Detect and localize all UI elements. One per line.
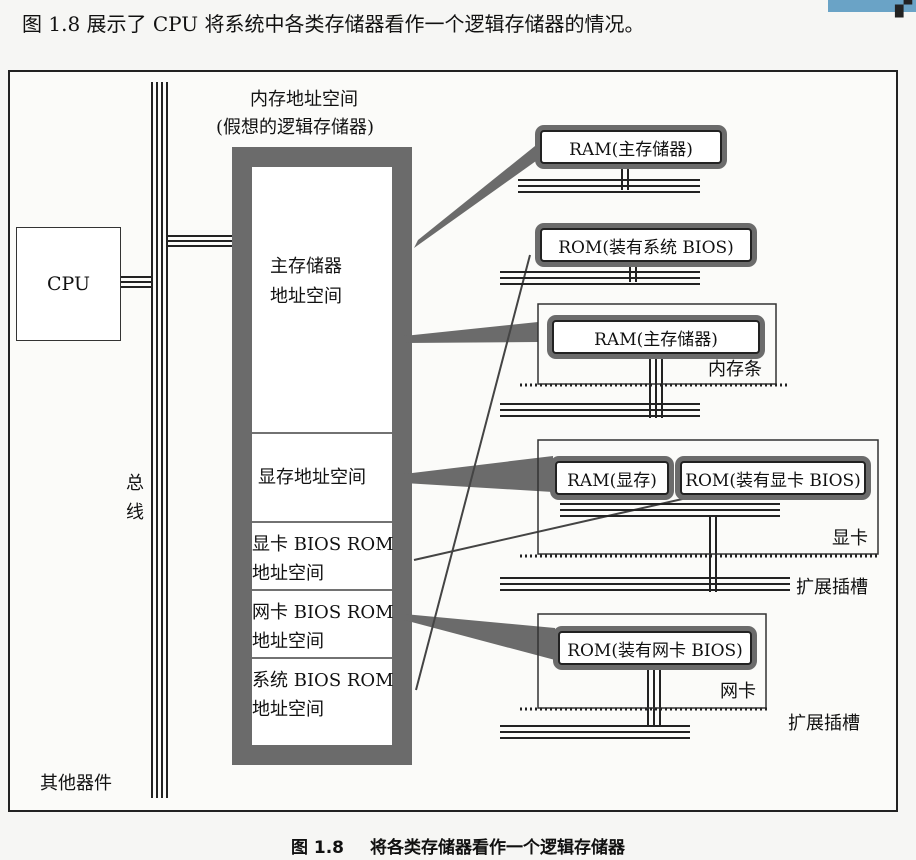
segment-nic-bios-line2: 地址空间 <box>252 631 324 652</box>
segment-video-bios-line2: 地址空间 <box>252 563 324 584</box>
segment-main-memory-line2: 地址空间 <box>270 286 342 307</box>
segment-video-memory: 显存地址空间 <box>258 467 366 488</box>
ram-module-label: RAM(主存储器) <box>594 329 718 350</box>
video-card-board <box>537 439 879 555</box>
rom-nic-bios-chip: ROM(装有网卡 BIOS) <box>558 631 752 665</box>
device-bus-stubs <box>500 160 790 739</box>
logical-memory-frame <box>232 147 412 765</box>
mapping-lines <box>413 254 701 691</box>
page-corner-tab: ▞ <box>828 0 916 18</box>
bus-memory-link <box>167 235 232 247</box>
bus-label: 总线 <box>126 473 144 523</box>
rom-system-bios-chip: ROM(装有系统 BIOS) <box>540 228 752 262</box>
expansion-slot-label-1: 扩展插槽 <box>796 577 868 598</box>
caption-number: 图 1.8 <box>290 838 345 858</box>
video-card-label: 显卡 <box>832 528 868 549</box>
network-card-label: 网卡 <box>720 681 756 702</box>
ram-video-chip: RAM(显存) <box>555 461 669 495</box>
mapping-beams <box>404 142 555 660</box>
system-bus <box>151 82 168 798</box>
ram-video-label: RAM(显存) <box>567 470 657 491</box>
ram-main-label: RAM(主存储器) <box>569 139 693 160</box>
rom-video-bios-chip: ROM(装有显卡 BIOS) <box>680 461 866 495</box>
segment-system-bios-line1: 系统 BIOS ROM <box>252 670 394 691</box>
address-space-subtitle: (假想的逻辑存储器) <box>216 117 375 138</box>
caption-title: 将各类存储器看作一个逻辑存储器 <box>370 838 626 858</box>
card-edge-connectors <box>520 383 880 711</box>
page-marker-icon: ▞ <box>895 0 912 18</box>
segment-dividers <box>252 432 392 659</box>
cpu-bus-link <box>119 276 152 288</box>
ram-module-chip: RAM(主存储器) <box>552 320 760 354</box>
expansion-slot-label-2: 扩展插槽 <box>788 713 860 734</box>
memory-module-label: 内存条 <box>708 359 762 380</box>
ram-main-chip: RAM(主存储器) <box>540 130 722 164</box>
intro-sentence: 图 1.8 展示了 CPU 将系统中各类存储器看作一个逻辑存储器的情况。 <box>22 12 645 36</box>
rom-system-bios-label: ROM(装有系统 BIOS) <box>558 237 734 258</box>
rom-video-bios-label: ROM(装有显卡 BIOS) <box>685 470 861 491</box>
segment-nic-bios-line1: 网卡 BIOS ROM <box>252 602 394 623</box>
cpu-label: CPU <box>46 273 90 295</box>
segment-video-bios-line1: 显卡 BIOS ROM <box>252 534 394 555</box>
segment-main-memory-line1: 主存储器 <box>270 256 342 277</box>
figure-caption: 图 1.8 将各类存储器看作一个逻辑存储器 <box>0 833 916 858</box>
rom-nic-bios-label: ROM(装有网卡 BIOS) <box>567 640 743 661</box>
segment-system-bios-line2: 地址空间 <box>252 699 324 720</box>
address-space-title: 内存地址空间 <box>250 89 358 110</box>
other-devices-label: 其他器件 <box>40 773 112 794</box>
cpu-box: CPU <box>16 227 121 341</box>
